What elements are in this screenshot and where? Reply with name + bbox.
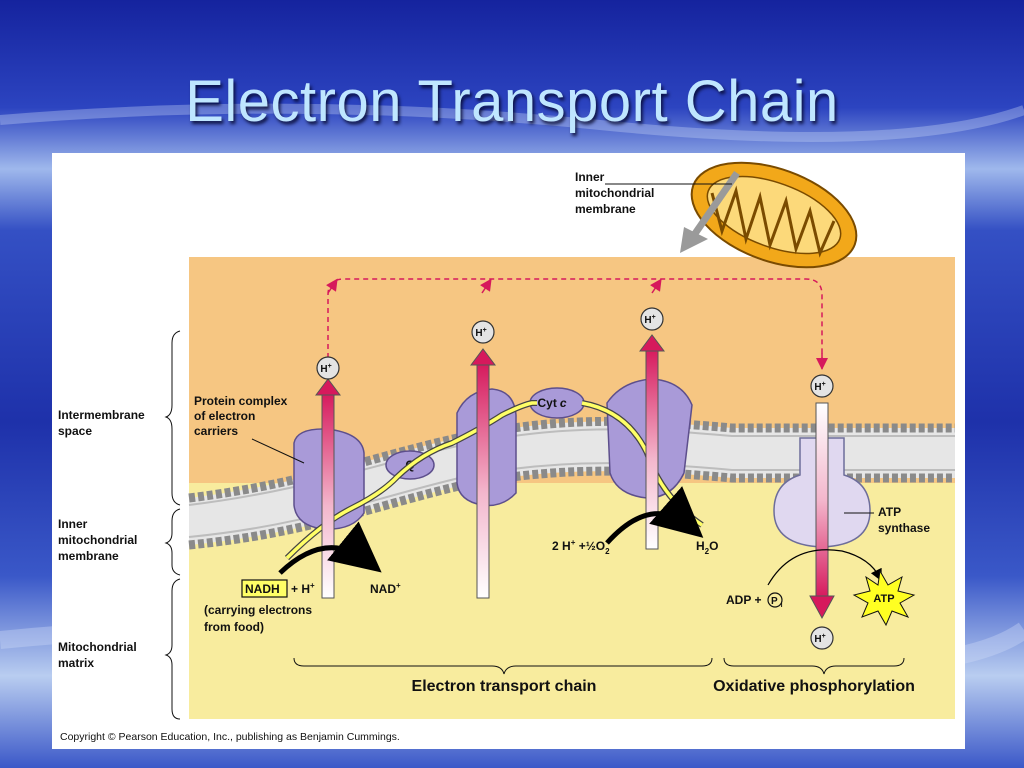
water-reaction-arrow <box>605 486 704 545</box>
copyright-notice: Copyright © Pearson Education, Inc., pub… <box>60 731 400 743</box>
mitochondrion-illustration <box>690 161 858 269</box>
nadh-box <box>241 579 288 598</box>
nad-plus-label: NAD+ <box>370 581 401 596</box>
adp-arrow <box>767 549 882 586</box>
label-inner-membrane: Inner mitochondrial membrane <box>58 517 141 563</box>
h-plus-ion-2: H+ <box>471 320 495 344</box>
svg-text:H+: H+ <box>814 633 825 645</box>
cyt-label: Cyt <box>537 396 556 410</box>
protein-complex-label: Protein complex of electron carriers <box>194 394 291 438</box>
inner-membrane-callout: Inner mitochondrial membrane <box>575 170 658 216</box>
atp-synthase <box>773 402 871 620</box>
cyt-c-italic: c <box>560 396 567 410</box>
svg-text:H+: H+ <box>475 327 486 339</box>
h-plus-ion-5: H+ <box>810 626 834 650</box>
nadh-label: NADH <box>245 582 280 596</box>
label-oxidative-phosphorylation: Oxidative phosphorylation <box>713 678 915 695</box>
svg-text:H+: H+ <box>814 381 825 393</box>
water-reaction-label: 2 H+ +½O2 <box>552 538 610 556</box>
carrying-electrons-label: (carrying electrons from food) <box>204 603 315 634</box>
svg-text:H+: H+ <box>320 363 331 375</box>
h-plus-ion-1: H+ <box>316 356 340 380</box>
h-plus-ion-4: H+ <box>810 374 834 398</box>
slide-title: Electron Transport Chain <box>185 69 839 134</box>
phosphate-circle <box>767 592 783 608</box>
svg-text:H+: H+ <box>644 314 655 326</box>
atp-label: ATP <box>873 593 894 605</box>
atp-synthase-label: ATP synthase <box>878 505 930 535</box>
h2o-label: H2O <box>696 539 718 556</box>
nadh-plus-h: + H+ <box>291 581 315 596</box>
atp-starburst: ATP <box>852 569 916 627</box>
h-plus-ion-3: H+ <box>640 307 664 331</box>
label-intermembrane-space: Intermembrane space <box>58 408 148 438</box>
label-electron-transport-chain: Electron transport chain <box>412 678 597 695</box>
adp-label: ADP + <box>726 593 761 607</box>
label-mitochondrial-matrix: Mitochondrial matrix <box>58 640 140 670</box>
proton-dashed-path <box>327 278 823 369</box>
proton-pump-arrow-2 <box>470 348 496 599</box>
nadh-reaction-arrow <box>278 521 382 575</box>
